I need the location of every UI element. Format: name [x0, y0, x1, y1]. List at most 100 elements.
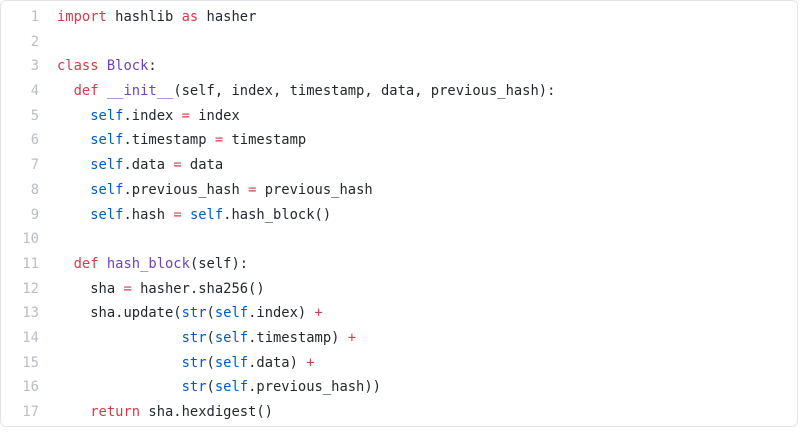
token-plain: previous_hash: [256, 181, 373, 198]
line-number[interactable]: 13: [22, 305, 39, 322]
code-text: str(self.timestamp) +: [39, 326, 356, 351]
code-line: 14 str(self.timestamp) +: [1, 326, 797, 351]
token-plain: .data: [123, 157, 174, 174]
token-plain: (: [206, 379, 215, 396]
token-builtin: self: [90, 181, 124, 198]
token-plain: data: [181, 157, 224, 174]
token-plain: :: [148, 58, 157, 75]
line-number[interactable]: 12: [22, 280, 39, 297]
token-plain: .hash_block(): [223, 206, 332, 223]
token-builtin: str: [181, 379, 207, 396]
token-builtin: self: [90, 157, 124, 174]
line-number[interactable]: 7: [30, 157, 39, 174]
token-plain: sha.hexdigest(): [140, 404, 273, 420]
line-number[interactable]: 10: [22, 231, 39, 248]
token-plain: .index: [123, 107, 182, 124]
token-plain: hashlib: [106, 9, 182, 25]
token-builtin: str: [181, 305, 207, 322]
token-plain: hasher.sha256(): [131, 280, 265, 297]
code-line: 5 self.index = index: [1, 104, 797, 129]
token-keyword: +: [306, 354, 315, 371]
token-plain: [57, 157, 90, 173]
code-text: [39, 30, 57, 55]
token-plain: (: [206, 305, 215, 322]
code-line: 11 def hash_block(self):: [1, 252, 797, 277]
token-plain: (: [206, 354, 215, 371]
line-number[interactable]: 6: [30, 132, 39, 149]
code-text: def __init__(self, index, timestamp, dat…: [39, 79, 556, 104]
line-number[interactable]: 16: [22, 379, 39, 396]
line-number[interactable]: 1: [30, 9, 39, 25]
token-plain: hasher: [198, 9, 257, 25]
line-number[interactable]: 9: [30, 206, 39, 223]
line-number[interactable]: 14: [22, 329, 39, 346]
token-keyword: def: [73, 83, 99, 100]
code-text: self.index = index: [39, 104, 240, 129]
token-plain: .previous_hash: [123, 181, 249, 198]
token-plain: sha: [57, 280, 124, 297]
token-keyword: =: [123, 280, 132, 297]
code-text: str(self.previous_hash)): [39, 375, 381, 400]
line-number[interactable]: 5: [30, 107, 39, 124]
line-number[interactable]: 4: [30, 83, 39, 100]
code-line: 10: [1, 227, 797, 252]
token-plain: [57, 379, 182, 395]
token-plain: sha.update(: [57, 305, 182, 322]
line-number[interactable]: 3: [30, 58, 39, 75]
token-keyword: class: [57, 58, 99, 75]
token-keyword: =: [181, 107, 190, 124]
token-keyword: def: [73, 255, 99, 272]
token-keyword: =: [173, 157, 182, 174]
code-text: class Block:: [39, 54, 157, 79]
token-builtin: self: [90, 206, 124, 223]
code-line: 16 str(self.previous_hash)): [1, 375, 797, 400]
code-text: self.data = data: [39, 153, 223, 178]
token-plain: [57, 108, 90, 124]
code-text: self.previous_hash = previous_hash: [39, 178, 373, 203]
token-plain: [99, 83, 107, 99]
token-plain: (: [206, 329, 215, 346]
line-number[interactable]: 8: [30, 181, 39, 198]
token-builtin: self: [90, 132, 124, 149]
token-plain: [57, 182, 90, 198]
code-line: 8 self.previous_hash = previous_hash: [1, 178, 797, 203]
code-line: 12 sha = hasher.sha256(): [1, 277, 797, 302]
token-keyword: import: [57, 9, 107, 25]
code-line: 15 str(self.data) +: [1, 351, 797, 376]
token-plain: [57, 404, 90, 420]
line-number[interactable]: 15: [22, 354, 39, 371]
token-plain: .data): [248, 354, 307, 371]
code-line: 7 self.data = data: [1, 153, 797, 178]
token-plain: [99, 256, 107, 272]
token-plain: [57, 256, 74, 272]
token-keyword: =: [214, 132, 224, 149]
token-builtin: self: [214, 329, 249, 346]
code-text: self.timestamp = timestamp: [39, 128, 306, 153]
code-text: def hash_block(self):: [39, 252, 248, 277]
token-keyword: =: [248, 181, 257, 198]
code-text: [39, 227, 57, 252]
token-plain: [57, 83, 74, 99]
token-builtin: self: [214, 379, 249, 396]
code-text: import hashlib as hasher: [39, 5, 256, 30]
token-plain: [57, 355, 182, 371]
token-plain: [57, 207, 90, 223]
token-plain: .timestamp: [123, 132, 215, 149]
token-keyword: =: [173, 206, 182, 223]
token-builtin: str: [181, 329, 207, 346]
line-number[interactable]: 11: [22, 255, 39, 272]
token-entity: __init__: [106, 83, 174, 100]
token-entity: hash_block: [106, 255, 190, 272]
token-builtin: self: [214, 305, 249, 322]
code-text: self.hash = self.hash_block(): [39, 203, 331, 228]
token-entity: Block: [106, 58, 149, 75]
token-keyword: return: [90, 404, 141, 420]
token-plain: (self):: [189, 255, 249, 272]
line-number[interactable]: 17: [22, 404, 39, 420]
token-builtin: self: [214, 354, 249, 371]
line-number[interactable]: 2: [30, 33, 39, 50]
code-line: 17 return sha.hexdigest(): [1, 400, 797, 425]
token-plain: timestamp: [223, 132, 307, 149]
